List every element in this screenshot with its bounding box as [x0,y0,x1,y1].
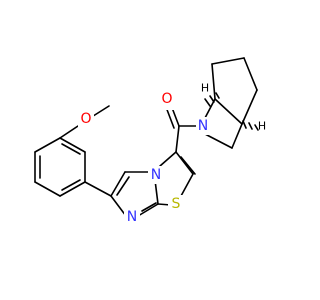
bond [180,173,194,197]
hash-bond [215,92,220,99]
atom-bg [124,208,140,226]
bond [59,125,79,139]
bond [159,151,177,167]
bond [175,125,180,153]
stereo-h-right: H [258,120,266,133]
bond [180,156,196,175]
bond-layer [34,57,258,217]
bond [214,98,243,125]
bond [165,106,175,129]
bond [137,203,159,217]
atom-label-n-imine: N [127,209,137,225]
bond [231,123,243,149]
hash-bond [204,98,211,107]
bond [34,181,61,197]
hash-bond [209,95,215,103]
bond [34,137,61,153]
bond [204,133,233,149]
atom-bg [148,166,164,184]
bond [110,195,127,217]
bond [110,171,126,197]
bond [175,151,194,175]
stereo-hash-layer [204,92,259,131]
bond [116,176,130,196]
atom-bg [168,195,184,213]
molecule-diagram: O O N N N S H H [34,57,266,226]
atom-label-o-carbonyl: O [161,91,172,107]
bond [84,181,112,197]
atom-label-n-fused: N [151,167,161,183]
atom-bg [159,92,175,110]
structure-canvas: O O N N N S H H [34,57,267,226]
bond [59,181,86,197]
bond [141,202,157,212]
atom-label-layer: O O N N N S H H [78,82,266,226]
stereo-h-upper: H [201,82,209,95]
atom-bg [196,117,212,135]
atom-label-o-methoxy: O [80,111,91,127]
hash-bond [254,124,259,131]
hash-bond [248,122,253,130]
bond [61,179,81,191]
bond [211,63,216,100]
hash-bond [242,120,247,129]
atom-label-n-bridge: N [198,118,208,134]
bond [243,57,258,91]
bond [241,89,258,125]
atom-bg [78,111,94,129]
bond [61,143,81,155]
bond [59,137,86,153]
bond [211,57,245,65]
atom-label-s: S [172,196,181,212]
